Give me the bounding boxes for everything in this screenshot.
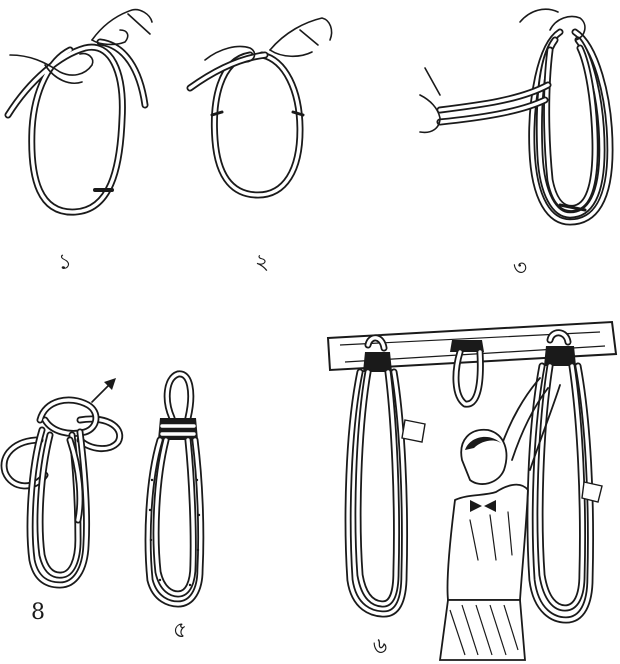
step-label-3: ৩ — [513, 258, 527, 280]
panel-1-first-loop — [8, 10, 152, 212]
step-label-2: ২ — [255, 252, 269, 274]
step-label-6: ৬ — [373, 636, 387, 658]
panel-5-knotted-coil — [148, 374, 201, 604]
step-label-4: 8 — [31, 602, 45, 624]
panel-3-coiled-rope — [420, 9, 610, 222]
step-label-5: ৫ — [173, 620, 187, 642]
panel-4-coil-with-loop — [4, 378, 120, 585]
panel-2-oval-loop — [190, 18, 332, 195]
step-label-1: ১ — [58, 252, 72, 274]
panel-6-rope-storage-rack — [328, 322, 616, 660]
